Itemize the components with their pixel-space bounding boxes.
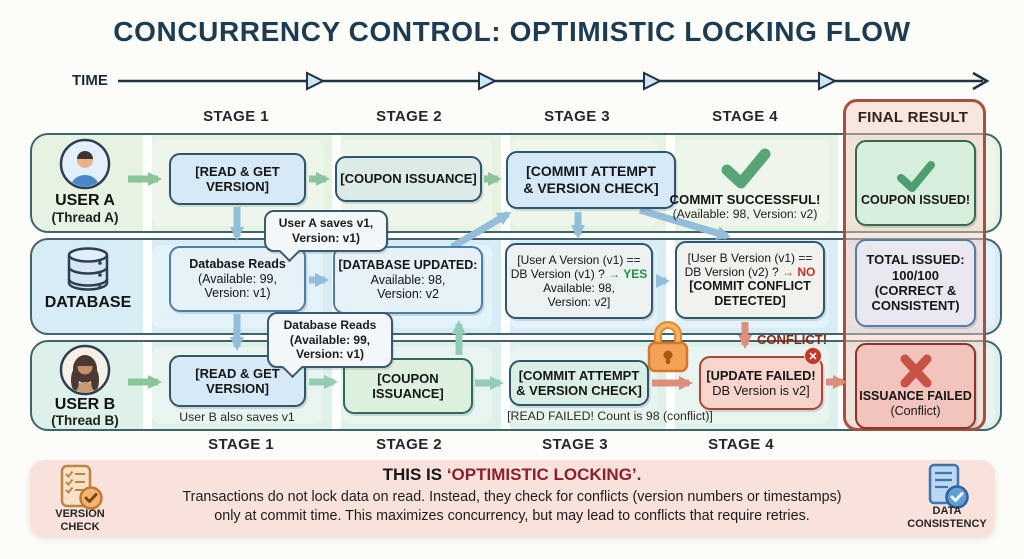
user-b-commit-caption: [READ FAILED! Count is 98 (conflict)] (507, 409, 713, 423)
stage-divider (501, 135, 510, 231)
stage-divider (143, 135, 152, 231)
user-a-thread: (Thread A) (51, 210, 119, 225)
stage-4-header-bottom: STAGE 4 (708, 436, 774, 453)
user-b-read-caption: User B also saves v1 (179, 410, 295, 424)
stage-2-header-bottom: STAGE 2 (376, 436, 442, 453)
cross-icon (900, 354, 931, 388)
final-result-header: FINAL RESULT (857, 109, 969, 126)
time-axis-label: TIME (72, 72, 108, 89)
stage-1-header-top: STAGE 1 (203, 108, 269, 125)
stage-divider (838, 135, 847, 231)
version-check-label: VERSION CHECK (55, 508, 105, 533)
user-b-commit-box: [COMMIT ATTEMPT & VERSION CHECK] (509, 360, 649, 406)
footer-banner (30, 460, 995, 536)
database-name: DATABASE (44, 294, 132, 311)
issuance-failed-box: ISSUANCE FAILED (Conflict) (855, 343, 976, 429)
footer-body-line2: only at commit time. This maximizes conc… (214, 508, 810, 524)
page-title: CONCURRENCY CONTROL: OPTIMISTIC LOCKING … (113, 16, 911, 47)
stage-divider (501, 342, 510, 429)
user-b-avatar (59, 344, 111, 401)
data-consistency-icon (922, 463, 970, 514)
data-consistency-label: DATA CONSISTENCY (907, 505, 987, 530)
database-reads-bubble: Database Reads (Available: 99, Version: … (267, 312, 393, 368)
user-a-commit-box: [COMMIT ATTEMPT & VERSION CHECK] (506, 151, 676, 209)
user-b-name: USER B (54, 396, 116, 413)
lock-icon (644, 317, 692, 380)
stage-2-header-top: STAGE 2 (376, 108, 442, 125)
database-icon (64, 246, 112, 297)
version-check-a-box: [User A Version (v1) == DB Version (v1) … (505, 243, 653, 319)
user-a-coupon-box: [COUPON ISSUANCE] (335, 156, 482, 202)
stage-divider (666, 240, 675, 333)
stage-divider (838, 240, 847, 333)
stage-3-header-bottom: STAGE 3 (542, 436, 608, 453)
stage-1-header-bottom: STAGE 1 (208, 436, 274, 453)
user-b-thread: (Thread B) (51, 413, 119, 428)
version-check-icon (56, 464, 104, 515)
user-a-saves-bubble: User A saves v1, Version: v1) (264, 210, 388, 252)
user-a-avatar (59, 138, 111, 195)
database-reads-box: Database Reads (Available: 99, Version: … (169, 246, 306, 312)
update-failed-box: [UPDATE FAILED! DB Version is v2] (699, 356, 823, 410)
error-badge-icon: ✕ (804, 347, 822, 365)
conflict-label: CONFLICT! (757, 332, 828, 347)
optimistic-locking-highlight: ‘OPTIMISTIC LOCKING’. (446, 465, 642, 484)
yes-result: → YES (608, 266, 648, 281)
coupon-issued-box: COUPON ISSUED! (855, 140, 976, 226)
footer-heading: THIS IS ‘OPTIMISTIC LOCKING’. (382, 465, 642, 484)
stage-divider (143, 240, 152, 333)
commit-success-check-icon (717, 146, 773, 195)
stage-4-header-top: STAGE 4 (712, 108, 778, 125)
commit-success-title: COMMIT SUCCESSFUL! (669, 192, 821, 207)
total-issued-box: TOTAL ISSUED: 100/100 (CORRECT & CONSIST… (855, 239, 976, 327)
user-a-read-box: [READ & GET VERSION] (169, 153, 306, 205)
version-check-b-box: [User B Version (v1) == DB Version (v2) … (675, 241, 825, 319)
user-a-name: USER A (55, 192, 115, 209)
commit-success-sub: (Available: 98, Version: v2) (672, 207, 818, 221)
check-icon (896, 160, 935, 192)
stage-divider (143, 342, 152, 429)
footer-body-line1: Transactions do not lock data on read. I… (182, 489, 842, 505)
database-updated-box: [DATABASE UPDATED: Available: 98, Versio… (333, 246, 483, 314)
stage-3-header-top: STAGE 3 (544, 108, 610, 125)
no-result: → NO (782, 265, 816, 280)
